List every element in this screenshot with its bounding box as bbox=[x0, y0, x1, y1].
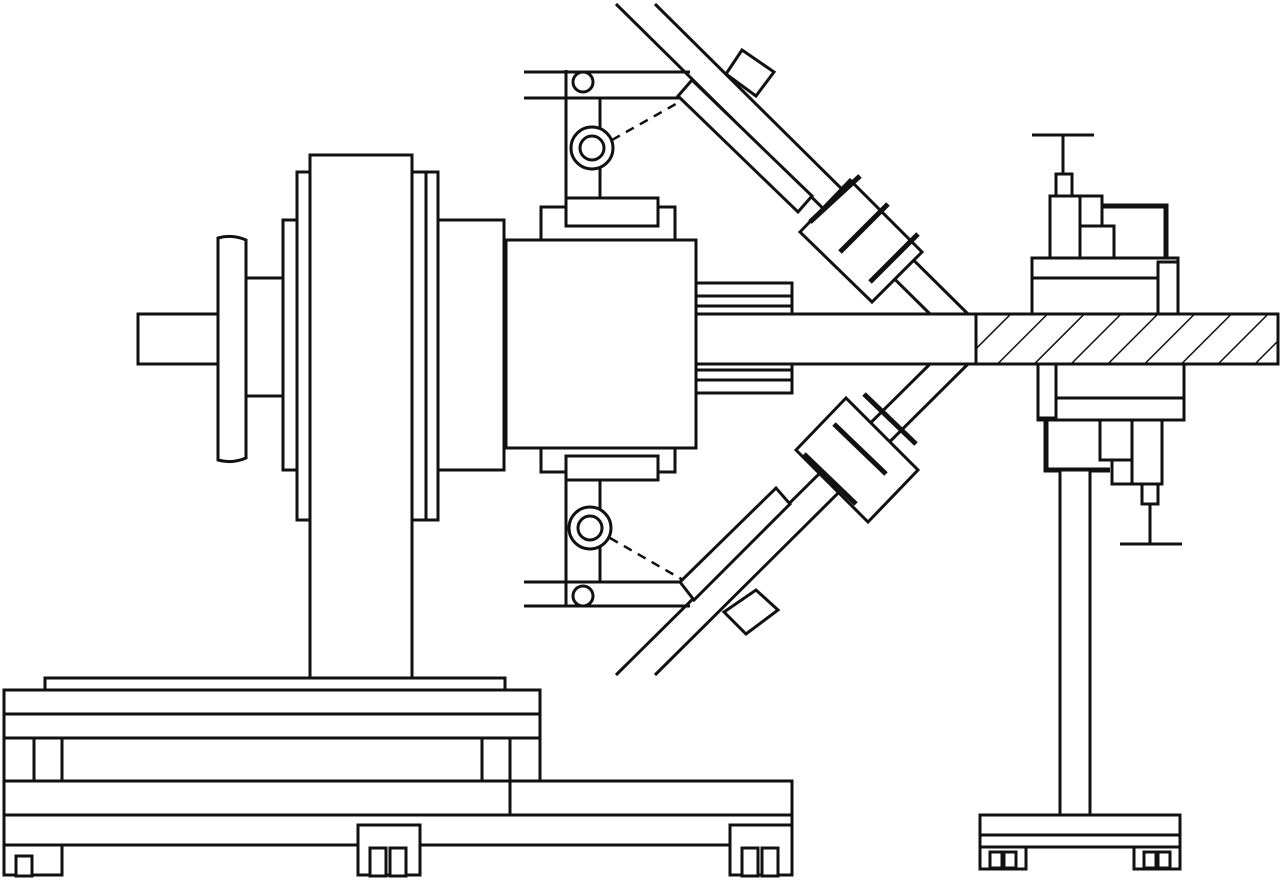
tool-head-lower bbox=[1036, 362, 1186, 546]
tool-head-upper bbox=[1030, 133, 1180, 316]
support-stand bbox=[978, 468, 1182, 871]
gearbox bbox=[504, 196, 794, 482]
upper-clamp-arm bbox=[524, 2, 970, 316]
workpiece-bar bbox=[694, 312, 1280, 366]
shaft bbox=[136, 234, 289, 464]
lower-clamp-arm bbox=[524, 362, 970, 677]
base-frame bbox=[2, 676, 794, 878]
motor-housing bbox=[308, 153, 414, 680]
